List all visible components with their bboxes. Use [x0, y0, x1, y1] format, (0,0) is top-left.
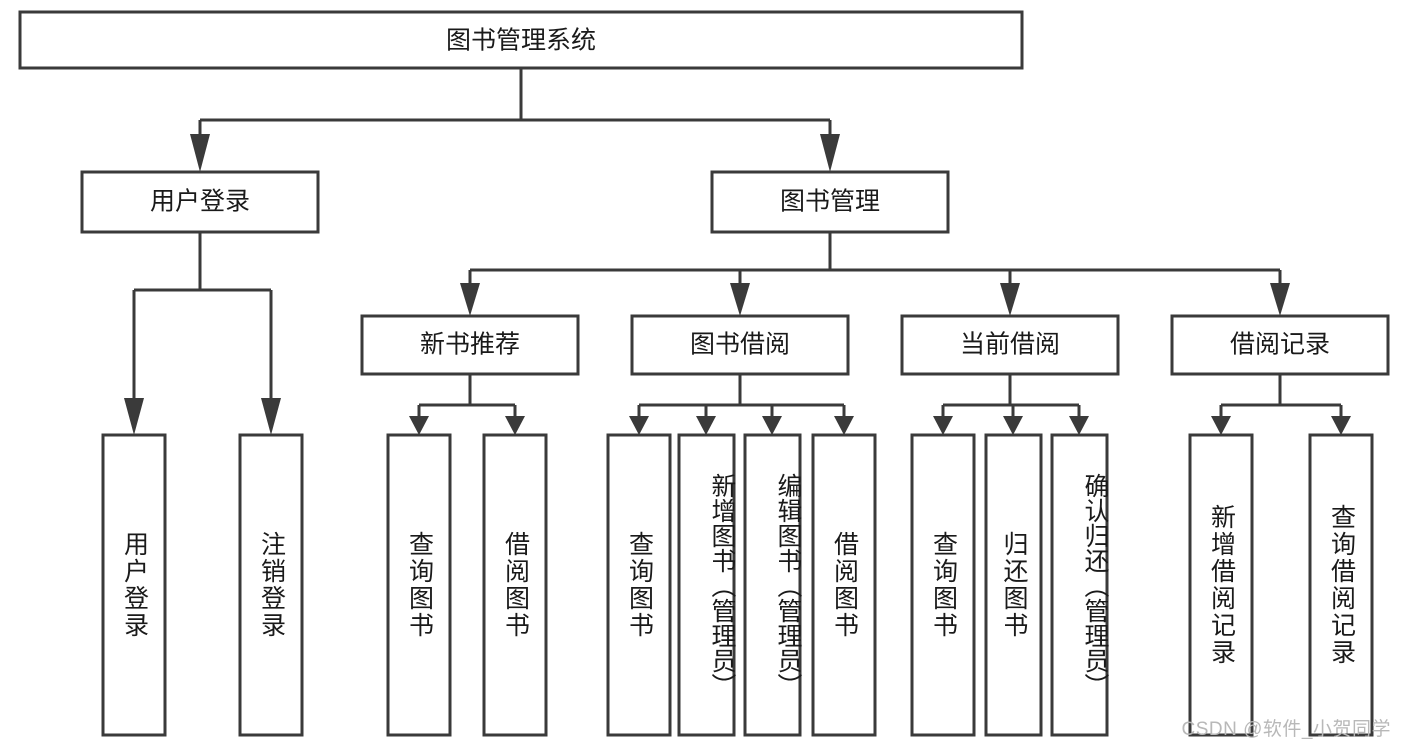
node-box-borrow-book-1[interactable]: [482, 433, 548, 737]
node-box-current-borrow[interactable]: [900, 314, 1120, 376]
node-box-borrow-book-2[interactable]: [811, 433, 877, 737]
arrowhead-to-edit-book: [762, 416, 782, 435]
arrowhead-to-query-book-2: [629, 416, 649, 435]
arrowhead-to-user-login-do: [124, 398, 144, 435]
node-box-book-manage[interactable]: [710, 170, 950, 234]
arrowhead-to-new-book-recommend: [460, 283, 480, 316]
arrowhead-to-borrow-book-2: [834, 416, 854, 435]
node-box-user-logout[interactable]: [238, 433, 304, 737]
arrowhead-to-add-borrow-record: [1211, 416, 1231, 435]
arrowhead-to-add-book: [696, 416, 716, 435]
horizontal-labels-group: 图书管理系统 用户登录 图书管理 新书推荐 图书借阅 当前借阅 借阅记录: [150, 27, 1330, 359]
node-box-query-borrow-record[interactable]: [1308, 433, 1374, 737]
arrowhead-to-book-manage: [820, 134, 840, 172]
label-root: 图书管理系统: [446, 27, 596, 55]
arrowhead-to-query-borrow-record: [1331, 416, 1351, 435]
node-box-root[interactable]: [18, 10, 1024, 70]
label-book-manage: 图书管理: [780, 188, 880, 216]
label-borrow-record: 借阅记录: [1230, 331, 1330, 359]
connectors-group: [132, 68, 1343, 418]
arrowhead-to-borrow-record: [1270, 283, 1290, 316]
arrowhead-to-confirm-return: [1069, 416, 1089, 435]
label-user-login: 用户登录: [150, 188, 250, 216]
label-current-borrow: 当前借阅: [960, 331, 1060, 359]
node-box-book-borrow[interactable]: [630, 314, 850, 376]
label-new-book-recommend: 新书推荐: [420, 331, 520, 359]
node-box-new-book-recommend[interactable]: [360, 314, 580, 376]
arrowhead-to-borrow-book-1: [505, 416, 525, 435]
arrowheads-group: [124, 134, 1351, 435]
node-box-query-book-3[interactable]: [910, 433, 976, 737]
node-box-edit-book[interactable]: [743, 433, 802, 737]
node-box-return-book[interactable]: [984, 433, 1043, 737]
arrowhead-to-query-book-3: [933, 416, 953, 435]
node-box-add-book[interactable]: [677, 433, 736, 737]
csdn-watermark: CSDN @软件_小贺同学: [1181, 719, 1391, 740]
arrowhead-to-current-borrow: [1000, 283, 1020, 316]
arrowhead-to-book-borrow: [730, 283, 750, 316]
arrowhead-to-query-book-1: [409, 416, 429, 435]
arrowhead-to-user-login: [190, 134, 210, 172]
node-box-query-book-2[interactable]: [606, 433, 672, 737]
node-box-add-borrow-record[interactable]: [1188, 433, 1254, 737]
node-box-borrow-record[interactable]: [1170, 314, 1390, 376]
arrowhead-to-return-book: [1003, 416, 1023, 435]
node-box-query-book-1[interactable]: [386, 433, 452, 737]
node-box-user-login[interactable]: [80, 170, 320, 234]
node-box-user-login-do[interactable]: [101, 433, 167, 737]
label-book-borrow: 图书借阅: [690, 331, 790, 359]
arrowhead-to-user-logout: [261, 398, 281, 435]
node-box-confirm-return[interactable]: [1050, 433, 1109, 737]
boxes-group: [18, 10, 1390, 737]
